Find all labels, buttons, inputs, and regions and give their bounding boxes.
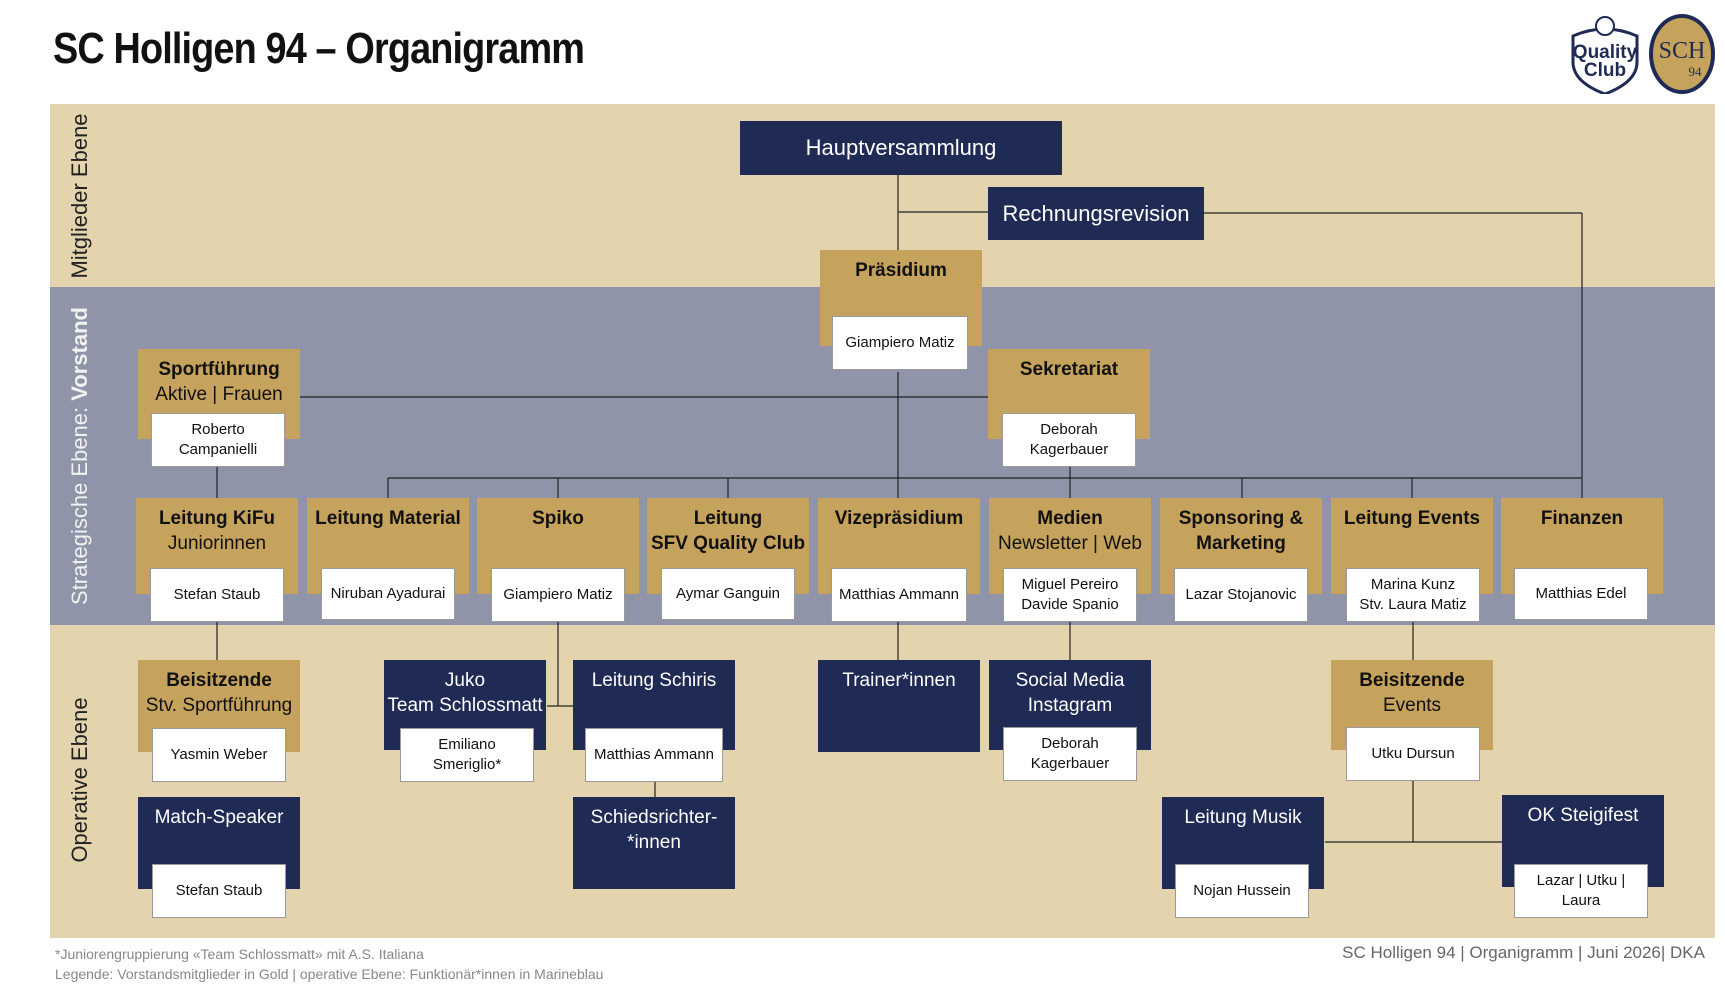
sponsoring-subtitle: Marketing xyxy=(1196,533,1286,554)
beisitzende-sport-title: Beisitzende xyxy=(166,670,272,691)
musik-title: Leitung Musik xyxy=(1184,807,1302,828)
medien-title: Medien xyxy=(1037,508,1103,529)
sponsoring-name: Lazar Stojanovic xyxy=(1174,568,1308,622)
juko-name: Emiliano Smeriglio* xyxy=(400,728,534,782)
sekretariat-title: Sekretariat xyxy=(1019,359,1119,380)
beisitzende-sport-subtitle: Stv. Sportführung xyxy=(145,695,293,716)
events-title: Leitung Events xyxy=(1343,508,1481,529)
schiedsrichter-title: Schiedsrichter- xyxy=(590,807,718,828)
trainer-box: Trainer*innen xyxy=(818,660,980,752)
sponsoring-title: Sponsoring & xyxy=(1178,508,1304,529)
vize-title: Vizepräsidium xyxy=(834,508,964,529)
logo-text-sch: SCH xyxy=(1659,38,1706,64)
medien-name: Miguel Pereiro Davide Spanio xyxy=(1003,568,1137,622)
sportfuehrung-title: Sportführung xyxy=(158,359,280,380)
logo-text-94: 94 xyxy=(1689,64,1703,79)
social-subtitle: Instagram xyxy=(1027,695,1113,716)
steigifest-title: OK Steigifest xyxy=(1527,805,1639,826)
steigifest-name: Lazar | Utku | Laura xyxy=(1514,864,1648,918)
trainer-title: Trainer*innen xyxy=(842,670,956,691)
quality-club-logo: Quality Club xyxy=(1571,16,1639,94)
rechnungsrevision-box: Rechnungsrevision xyxy=(988,187,1204,240)
beisitzende-sport-name: Yasmin Weber xyxy=(152,728,286,782)
vize-name: Matthias Ammann xyxy=(831,568,967,622)
juko-subtitle: Team Schlossmatt xyxy=(387,695,543,716)
kifu-title: Leitung KiFu xyxy=(158,508,276,529)
page-title: SC Holligen 94 – Organigramm xyxy=(53,24,585,73)
logo-text-club: Club xyxy=(1584,60,1626,81)
beisitzende-events-name: Utku Dursun xyxy=(1346,727,1480,781)
sch-crest-logo: SCH 94 xyxy=(1649,14,1715,94)
sportfuehrung-name: Roberto Campanielli xyxy=(151,413,285,467)
praesidium-title: Präsidium xyxy=(855,260,947,281)
beisitzende-events-title: Beisitzende xyxy=(1359,670,1465,691)
schiris-title: Leitung Schiris xyxy=(591,670,717,691)
kifu-name: Stefan Staub xyxy=(150,568,284,622)
logo-text-quality: Quality xyxy=(1573,42,1638,63)
social-title: Social Media xyxy=(1015,670,1125,691)
schiris-name: Matthias Ammann xyxy=(585,728,723,782)
sfv-subtitle: SFV Quality Club xyxy=(650,533,806,554)
musik-name: Nojan Hussein xyxy=(1175,864,1309,918)
praesidium-name: Giampiero Matiz xyxy=(832,316,968,370)
footer-info: SC Holligen 94 | Organigramm | Juni 2026… xyxy=(1342,943,1705,962)
footnote-legend: Legende: Vorstandsmitglieder in Gold | o… xyxy=(55,966,604,982)
material-title: Leitung Material xyxy=(315,508,461,529)
events-name: Marina Kunz Stv. Laura Matiz xyxy=(1346,568,1480,622)
beisitzende-events-subtitle: Events xyxy=(1382,695,1442,716)
match-speaker-name: Stefan Staub xyxy=(152,864,286,918)
schiedsrichter-subtitle: *innen xyxy=(627,832,681,853)
material-name: Niruban Ayadurai xyxy=(321,568,455,620)
social-name: Deborah Kagerbauer xyxy=(1003,727,1137,781)
sekretariat-name: Deborah Kagerbauer xyxy=(1002,413,1136,467)
match-speaker-title: Match-Speaker xyxy=(154,807,284,828)
schiedsrichter-box: Schiedsrichter- *innen xyxy=(573,797,735,889)
kifu-subtitle: Juniorinnen xyxy=(167,533,267,554)
hauptversammlung-box: Hauptversammlung xyxy=(740,121,1062,175)
sfv-title: Leitung xyxy=(693,508,763,529)
sfv-name: Aymar Ganguin xyxy=(661,568,795,620)
spiko-name: Giampiero Matiz xyxy=(491,568,625,622)
finanzen-name: Matthias Edel xyxy=(1514,568,1648,620)
spiko-title: Spiko xyxy=(532,508,584,529)
finanzen-title: Finanzen xyxy=(1540,508,1624,529)
juko-title: Juko xyxy=(444,670,486,691)
sportfuehrung-subtitle: Aktive | Frauen xyxy=(155,384,283,405)
medien-subtitle: Newsletter | Web xyxy=(998,533,1142,554)
footnote-juniorengruppierung: *Juniorengruppierung «Team Schlossmatt» … xyxy=(55,946,424,962)
